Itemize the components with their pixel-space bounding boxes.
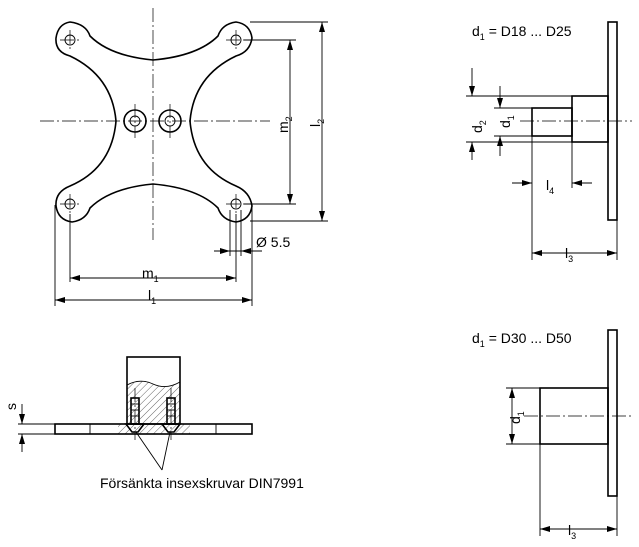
side-view-large: d1 = D30 ... D50 bbox=[472, 329, 632, 536]
l2-label: l2 bbox=[307, 119, 326, 127]
top-view-extension-lines bbox=[54, 21, 328, 306]
m1-label: m1 bbox=[142, 265, 159, 284]
dimension-l3-large: l3 bbox=[540, 522, 617, 541]
dimension-l2: l2 bbox=[307, 22, 326, 221]
side-view-small: d1 = D18 ... D25 bbox=[466, 21, 632, 260]
dimension-m2: m2 bbox=[275, 40, 294, 204]
dimension-m1: m1 bbox=[70, 265, 236, 284]
l3-label-large: l3 bbox=[568, 522, 576, 541]
screw-note: Försänkta insexskruvar DIN7991 bbox=[100, 475, 304, 491]
dimension-hole-diameter: Ø 5.5 bbox=[214, 234, 290, 254]
dimension-l1: l1 bbox=[55, 287, 252, 306]
range-label-large: d1 = D30 ... D50 bbox=[472, 330, 572, 349]
d1-label-small: d1 bbox=[497, 115, 516, 128]
hole-diameter-label: Ø 5.5 bbox=[256, 234, 290, 250]
dimension-d1-large: d1 bbox=[507, 388, 526, 444]
d1-label-large: d1 bbox=[507, 411, 526, 424]
section-view bbox=[54, 356, 253, 471]
dimension-l4: l4 bbox=[512, 177, 592, 196]
range-label-small: d1 = D18 ... D25 bbox=[472, 23, 572, 42]
l3-label-small: l3 bbox=[565, 245, 573, 264]
l1-label: l1 bbox=[148, 287, 156, 306]
l4-label: l4 bbox=[546, 177, 554, 196]
dimension-s: s bbox=[3, 403, 55, 452]
m2-label: m2 bbox=[275, 116, 294, 133]
d2-label: d2 bbox=[469, 120, 488, 133]
top-view-plate bbox=[40, 8, 270, 240]
dimension-l3-small: l3 bbox=[532, 245, 617, 264]
dimension-d2: d2 bbox=[469, 68, 488, 160]
dimension-d1-small: d1 bbox=[497, 86, 516, 156]
s-label: s bbox=[3, 403, 19, 410]
